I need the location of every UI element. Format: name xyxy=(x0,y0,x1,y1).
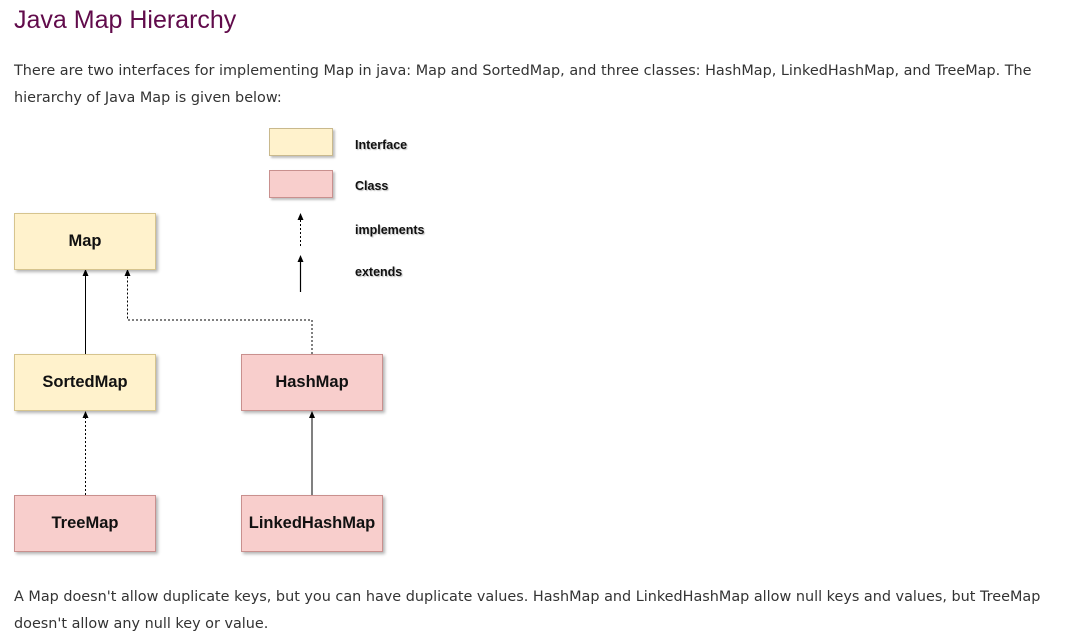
legend-interface-label: Interface xyxy=(355,138,408,152)
treemap-implements-sortedmap-arrowhead xyxy=(82,411,89,418)
intro-paragraph: There are two interfaces for implementin… xyxy=(14,63,1032,106)
legend-class-label: Class xyxy=(355,179,389,193)
linkedhashmap-class-node: LinkedHashMap xyxy=(241,495,383,552)
sortedmap-extends-map-arrowhead xyxy=(82,269,89,276)
treemap-class-node: TreeMap xyxy=(14,495,156,552)
hashmap-class-node: HashMap xyxy=(241,354,383,411)
linkedhashmap-node-label: LinkedHashMap xyxy=(248,514,376,532)
legend-implements-arrowhead xyxy=(297,213,304,220)
legend-interface-swatch xyxy=(269,128,333,156)
treemap-node-label: TreeMap xyxy=(51,514,119,532)
page-title: Java Map Hierarchy xyxy=(14,6,237,34)
legend-class-swatch xyxy=(269,170,333,198)
note-paragraph: A Map doesn't allow duplicate keys, but … xyxy=(14,589,1041,632)
hashmap-implements-map-arrowhead xyxy=(124,269,131,276)
legend-extends-label: extends xyxy=(355,265,403,279)
map-interface-node: Map xyxy=(14,213,156,270)
map-node-label: Map xyxy=(68,232,102,250)
legend-implements-label: implements xyxy=(355,223,425,237)
linkedhashmap-extends-hashmap-arrowhead xyxy=(309,411,315,418)
hashmap-node-label: HashMap xyxy=(275,373,349,391)
hashmap-implements-map-line xyxy=(127,276,313,354)
sortedmap-node-label: SortedMap xyxy=(42,373,128,391)
sortedmap-interface-node: SortedMap xyxy=(14,354,156,411)
legend-extends-arrowhead xyxy=(297,255,304,262)
